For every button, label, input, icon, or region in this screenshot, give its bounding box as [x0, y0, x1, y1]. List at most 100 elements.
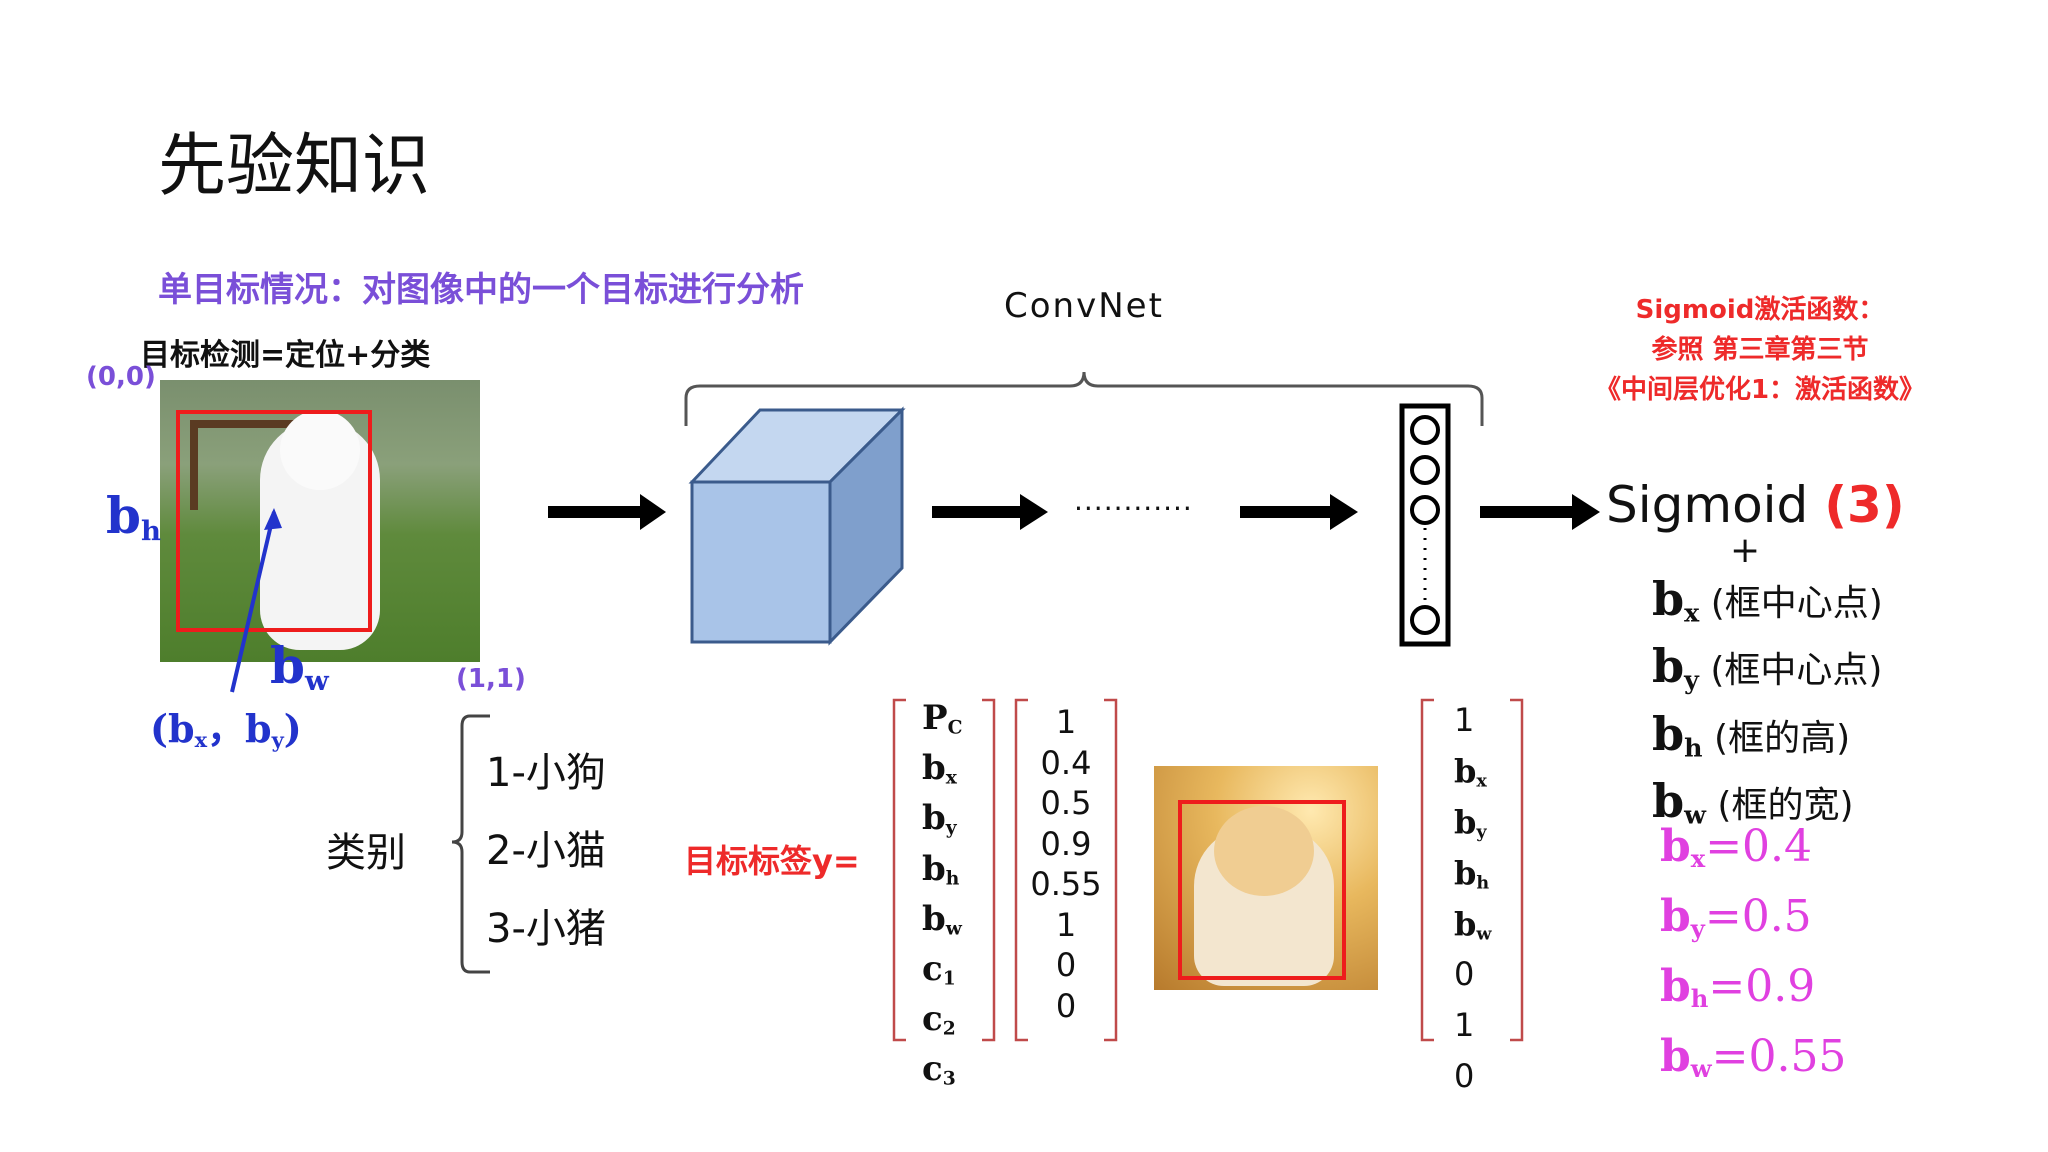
label-value: 1: [1055, 905, 1077, 944]
slide-title: 先验知识: [158, 127, 431, 206]
value-symbol: b: [1660, 1031, 1691, 1083]
output-symbol: b: [1652, 773, 1685, 828]
label-value: 0.9: [1040, 824, 1092, 863]
center-pointer-arrow: [230, 511, 276, 693]
cat-vector-entry: bh: [1454, 853, 1490, 894]
output-symbol: b: [1652, 639, 1685, 694]
output-node: [1410, 455, 1440, 485]
center-open-paren: (: [150, 706, 168, 751]
cat-vector-entry: 0: [1454, 1057, 1475, 1096]
bw-label: bw: [270, 636, 329, 697]
sigmoid-plus: +: [1730, 530, 1761, 571]
bw-subscript: w: [304, 664, 329, 697]
value-item: bw=0.55: [1660, 1028, 1846, 1098]
by-subscript: y: [271, 727, 284, 753]
output-subscript: w: [1684, 799, 1706, 830]
value-item: bh=0.9: [1660, 958, 1846, 1028]
output-desc: (框中心点): [1710, 583, 1883, 624]
value-bracket-right: [1104, 698, 1118, 1042]
output-subscript: y: [1684, 664, 1699, 695]
value-bracket-left: [1014, 698, 1028, 1042]
output-item: bw (框的宽): [1652, 774, 1883, 841]
output-desc: (框的高): [1714, 717, 1851, 759]
cat-vector-entry: bx: [1454, 751, 1487, 792]
symbol-bracket-left: [892, 698, 906, 1042]
center-pointer-head: [264, 508, 282, 530]
bx-symbol: b: [167, 706, 195, 751]
label-symbol-column: PC bx by bh bw c1 c2 c3: [922, 698, 962, 1099]
label-symbol: c2: [922, 999, 956, 1040]
category-item: 3-小猪: [486, 906, 606, 952]
output-item: bh (框的高): [1652, 707, 1883, 774]
output-node: [1410, 605, 1440, 635]
value-symbol: b: [1660, 821, 1691, 872]
by-symbol: b: [245, 706, 272, 751]
value-subscript: y: [1690, 914, 1705, 944]
label-symbol: c3: [922, 1049, 956, 1090]
cat-vector-entry: bw: [1454, 904, 1492, 944]
cat-vector-entry: 0: [1454, 955, 1475, 994]
value-subscript: w: [1690, 1054, 1712, 1084]
coord-origin: (0,0): [86, 362, 156, 392]
output-item: bx (框中心点): [1652, 572, 1883, 639]
output-symbol: b: [1652, 706, 1685, 761]
output-item: by (框中心点): [1652, 639, 1883, 706]
output-node: [1410, 495, 1440, 525]
bw-symbol: b: [270, 636, 305, 695]
cube-front: [690, 480, 832, 644]
label-value-column: 1 0.4 0.5 0.9 0.55 1 0 0: [1024, 702, 1108, 1026]
cat-vector-entry: 1: [1454, 701, 1475, 739]
label-value: 0.55: [1030, 865, 1102, 903]
coord-end: (1,1): [456, 664, 526, 694]
output-node: [1410, 415, 1440, 445]
output-list: bx (框中心点) by (框中心点) bh (框的高) bw (框的宽): [1652, 572, 1883, 841]
convnet-label: ConvNet: [1004, 286, 1164, 326]
category-item: 1-小狗: [486, 750, 606, 796]
label-symbol: c1: [922, 948, 956, 990]
sigmoid-note-line3: 《中间层优化1：激活函数》: [1594, 375, 1926, 405]
label-symbol: PC: [922, 698, 963, 739]
value-item: by=0.5: [1660, 888, 1846, 958]
dog-head: [280, 410, 360, 490]
output-desc: (框中心点): [1710, 650, 1883, 692]
single-target-heading: 单目标情况：对图像中的一个目标进行分析: [158, 270, 804, 310]
arrow-fc-head: [1330, 494, 1358, 530]
cat-vector-bracket-right: [1510, 698, 1524, 1042]
category-label: 类别: [326, 830, 406, 876]
label-symbol: bh: [922, 848, 960, 890]
value-subscript: x: [1690, 844, 1706, 874]
value-symbol: b: [1660, 891, 1691, 943]
value-eq: =0.9: [1708, 961, 1816, 1013]
value-eq: =0.5: [1704, 891, 1812, 943]
sigmoid-label: Sigmoid: [1606, 476, 1809, 534]
category-brace: [451, 714, 490, 974]
value-eq: =0.4: [1705, 821, 1813, 872]
output-desc: (框的宽): [1717, 784, 1854, 826]
bx-subscript: x: [194, 727, 208, 753]
value-item: bx=0.4: [1660, 818, 1846, 888]
label-value: 0.5: [1040, 784, 1092, 822]
label-value: 0: [1055, 986, 1077, 1025]
output-subscript: h: [1684, 731, 1703, 762]
value-subscript: h: [1690, 984, 1709, 1014]
value-eq: =0.55: [1711, 1031, 1847, 1083]
arrow-sigmoid-head: [1572, 494, 1600, 530]
cube-side: [828, 406, 904, 646]
cat-vector-bracket-left: [1420, 698, 1434, 1042]
convnet-brace: [684, 371, 1484, 426]
center-point-label: (bx，by): [150, 698, 302, 753]
arrow-hidden-head: [1020, 494, 1048, 530]
sigmoid-note-line2: 参照 第三章第三节: [1651, 335, 1869, 365]
label-vector-title: 目标标签y=: [684, 842, 860, 880]
label-symbol: bw: [922, 898, 962, 940]
value-list: bx=0.4 by=0.5 bh=0.9 bw=0.55: [1660, 818, 1846, 1098]
cat-vector-entry: by: [1454, 802, 1487, 843]
sigmoid-note-line1: Sigmoid激活函数：: [1635, 295, 1885, 325]
sigmoid-output: Sigmoid (3): [1606, 476, 1905, 534]
sigmoid-count: (3): [1824, 476, 1905, 534]
hidden-layers-dots: ............: [1074, 484, 1193, 517]
output-subscript: x: [1684, 597, 1700, 628]
cat-head: [1214, 806, 1314, 896]
value-symbol: b: [1660, 961, 1691, 1013]
symbol-bracket-right: [982, 698, 996, 1042]
